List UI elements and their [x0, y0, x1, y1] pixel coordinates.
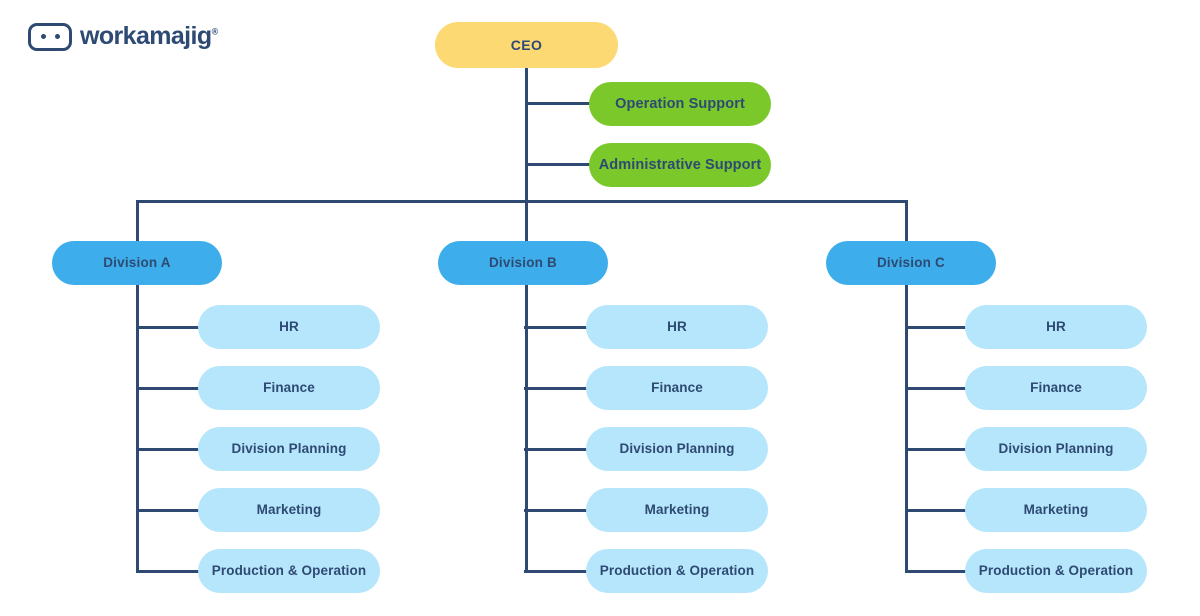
node-division-a-marketing-label: Marketing: [256, 502, 322, 518]
connector-division-a-child-1: [136, 387, 202, 390]
node-division-c-production-operation-label: Production & Operation: [978, 563, 1134, 579]
connector-division-b-child-1: [524, 387, 590, 390]
node-division-b-division-planning-label: Division Planning: [619, 441, 735, 457]
brand-logo: workamajig®: [28, 22, 218, 51]
node-division-c-hr[interactable]: HR: [965, 305, 1147, 349]
node-operation-support[interactable]: Operation Support: [589, 82, 771, 126]
node-division-a-finance-label: Finance: [263, 380, 315, 396]
node-division-c-production-operation[interactable]: Production & Operation: [965, 549, 1147, 593]
node-division-b-label: Division B: [488, 255, 557, 271]
node-division-b[interactable]: Division B: [438, 241, 608, 285]
connector-bus-to-division-c: [905, 200, 908, 245]
connector-division-c-spine: [905, 245, 908, 570]
brand-name: workamajig®: [80, 22, 218, 51]
connector-division-c-child-2: [905, 448, 971, 451]
node-division-a-production-operation[interactable]: Production & Operation: [198, 549, 380, 593]
connector-division-b-child-0: [524, 326, 590, 329]
connector-division-c-child-0: [905, 326, 971, 329]
node-division-a-hr[interactable]: HR: [198, 305, 380, 349]
connector-division-a-child-0: [136, 326, 202, 329]
node-division-a-label: Division A: [103, 255, 171, 271]
node-division-b-marketing[interactable]: Marketing: [586, 488, 768, 532]
node-administrative-support[interactable]: Administrative Support: [589, 143, 771, 187]
connector-division-bus: [136, 200, 908, 203]
connector-division-c-child-1: [905, 387, 971, 390]
trademark-symbol: ®: [211, 26, 219, 37]
node-division-b-production-operation[interactable]: Production & Operation: [586, 549, 768, 593]
connector-division-a-child-4: [136, 570, 202, 573]
node-division-c-hr-label: HR: [1046, 319, 1066, 335]
node-division-a-division-planning[interactable]: Division Planning: [198, 427, 380, 471]
connector-division-b-child-2: [524, 448, 590, 451]
node-division-b-marketing-label: Marketing: [644, 502, 710, 518]
node-division-a-finance[interactable]: Finance: [198, 366, 380, 410]
node-division-c-division-planning[interactable]: Division Planning: [965, 427, 1147, 471]
node-division-a-marketing[interactable]: Marketing: [198, 488, 380, 532]
connector-division-b-child-4: [524, 570, 590, 573]
node-division-c-marketing-label: Marketing: [1023, 502, 1089, 518]
node-division-a[interactable]: Division A: [52, 241, 222, 285]
node-ceo[interactable]: CEO: [435, 22, 618, 68]
node-division-b-finance[interactable]: Finance: [586, 366, 768, 410]
node-division-c-division-planning-label: Division Planning: [998, 441, 1114, 457]
node-division-b-hr[interactable]: HR: [586, 305, 768, 349]
node-division-a-hr-label: HR: [279, 319, 299, 335]
node-division-c[interactable]: Division C: [826, 241, 996, 285]
node-division-c-marketing[interactable]: Marketing: [965, 488, 1147, 532]
connector-division-a-child-3: [136, 509, 202, 512]
connector-division-a-child-2: [136, 448, 202, 451]
robot-eye-left-icon: [40, 34, 46, 39]
robot-eye-right-icon: [54, 34, 60, 39]
node-division-b-division-planning[interactable]: Division Planning: [586, 427, 768, 471]
connector-to-operation-support: [525, 102, 593, 105]
connector-to-administrative-support: [525, 163, 593, 166]
connector-division-b-child-3: [524, 509, 590, 512]
connector-ceo-to-division-b: [525, 200, 528, 570]
node-division-c-label: Division C: [876, 255, 945, 271]
node-division-b-production-operation-label: Production & Operation: [599, 563, 755, 579]
connector-bus-to-division-a: [136, 200, 139, 245]
node-division-b-finance-label: Finance: [651, 380, 703, 396]
node-division-c-finance[interactable]: Finance: [965, 366, 1147, 410]
connector-ceo-spine: [525, 68, 528, 202]
node-ceo-label: CEO: [510, 37, 543, 53]
node-division-a-production-operation-label: Production & Operation: [211, 563, 367, 579]
brand-name-text: workamajig: [80, 22, 212, 50]
connector-division-a-spine: [136, 245, 139, 570]
node-administrative-support-label: Administrative Support: [598, 156, 762, 173]
connector-division-c-child-3: [905, 509, 971, 512]
connector-division-c-child-4: [905, 570, 971, 573]
node-division-c-finance-label: Finance: [1030, 380, 1082, 396]
node-division-a-division-planning-label: Division Planning: [231, 441, 347, 457]
robot-face-icon: [28, 22, 72, 51]
node-division-b-hr-label: HR: [667, 319, 687, 335]
node-operation-support-label: Operation Support: [615, 95, 745, 112]
